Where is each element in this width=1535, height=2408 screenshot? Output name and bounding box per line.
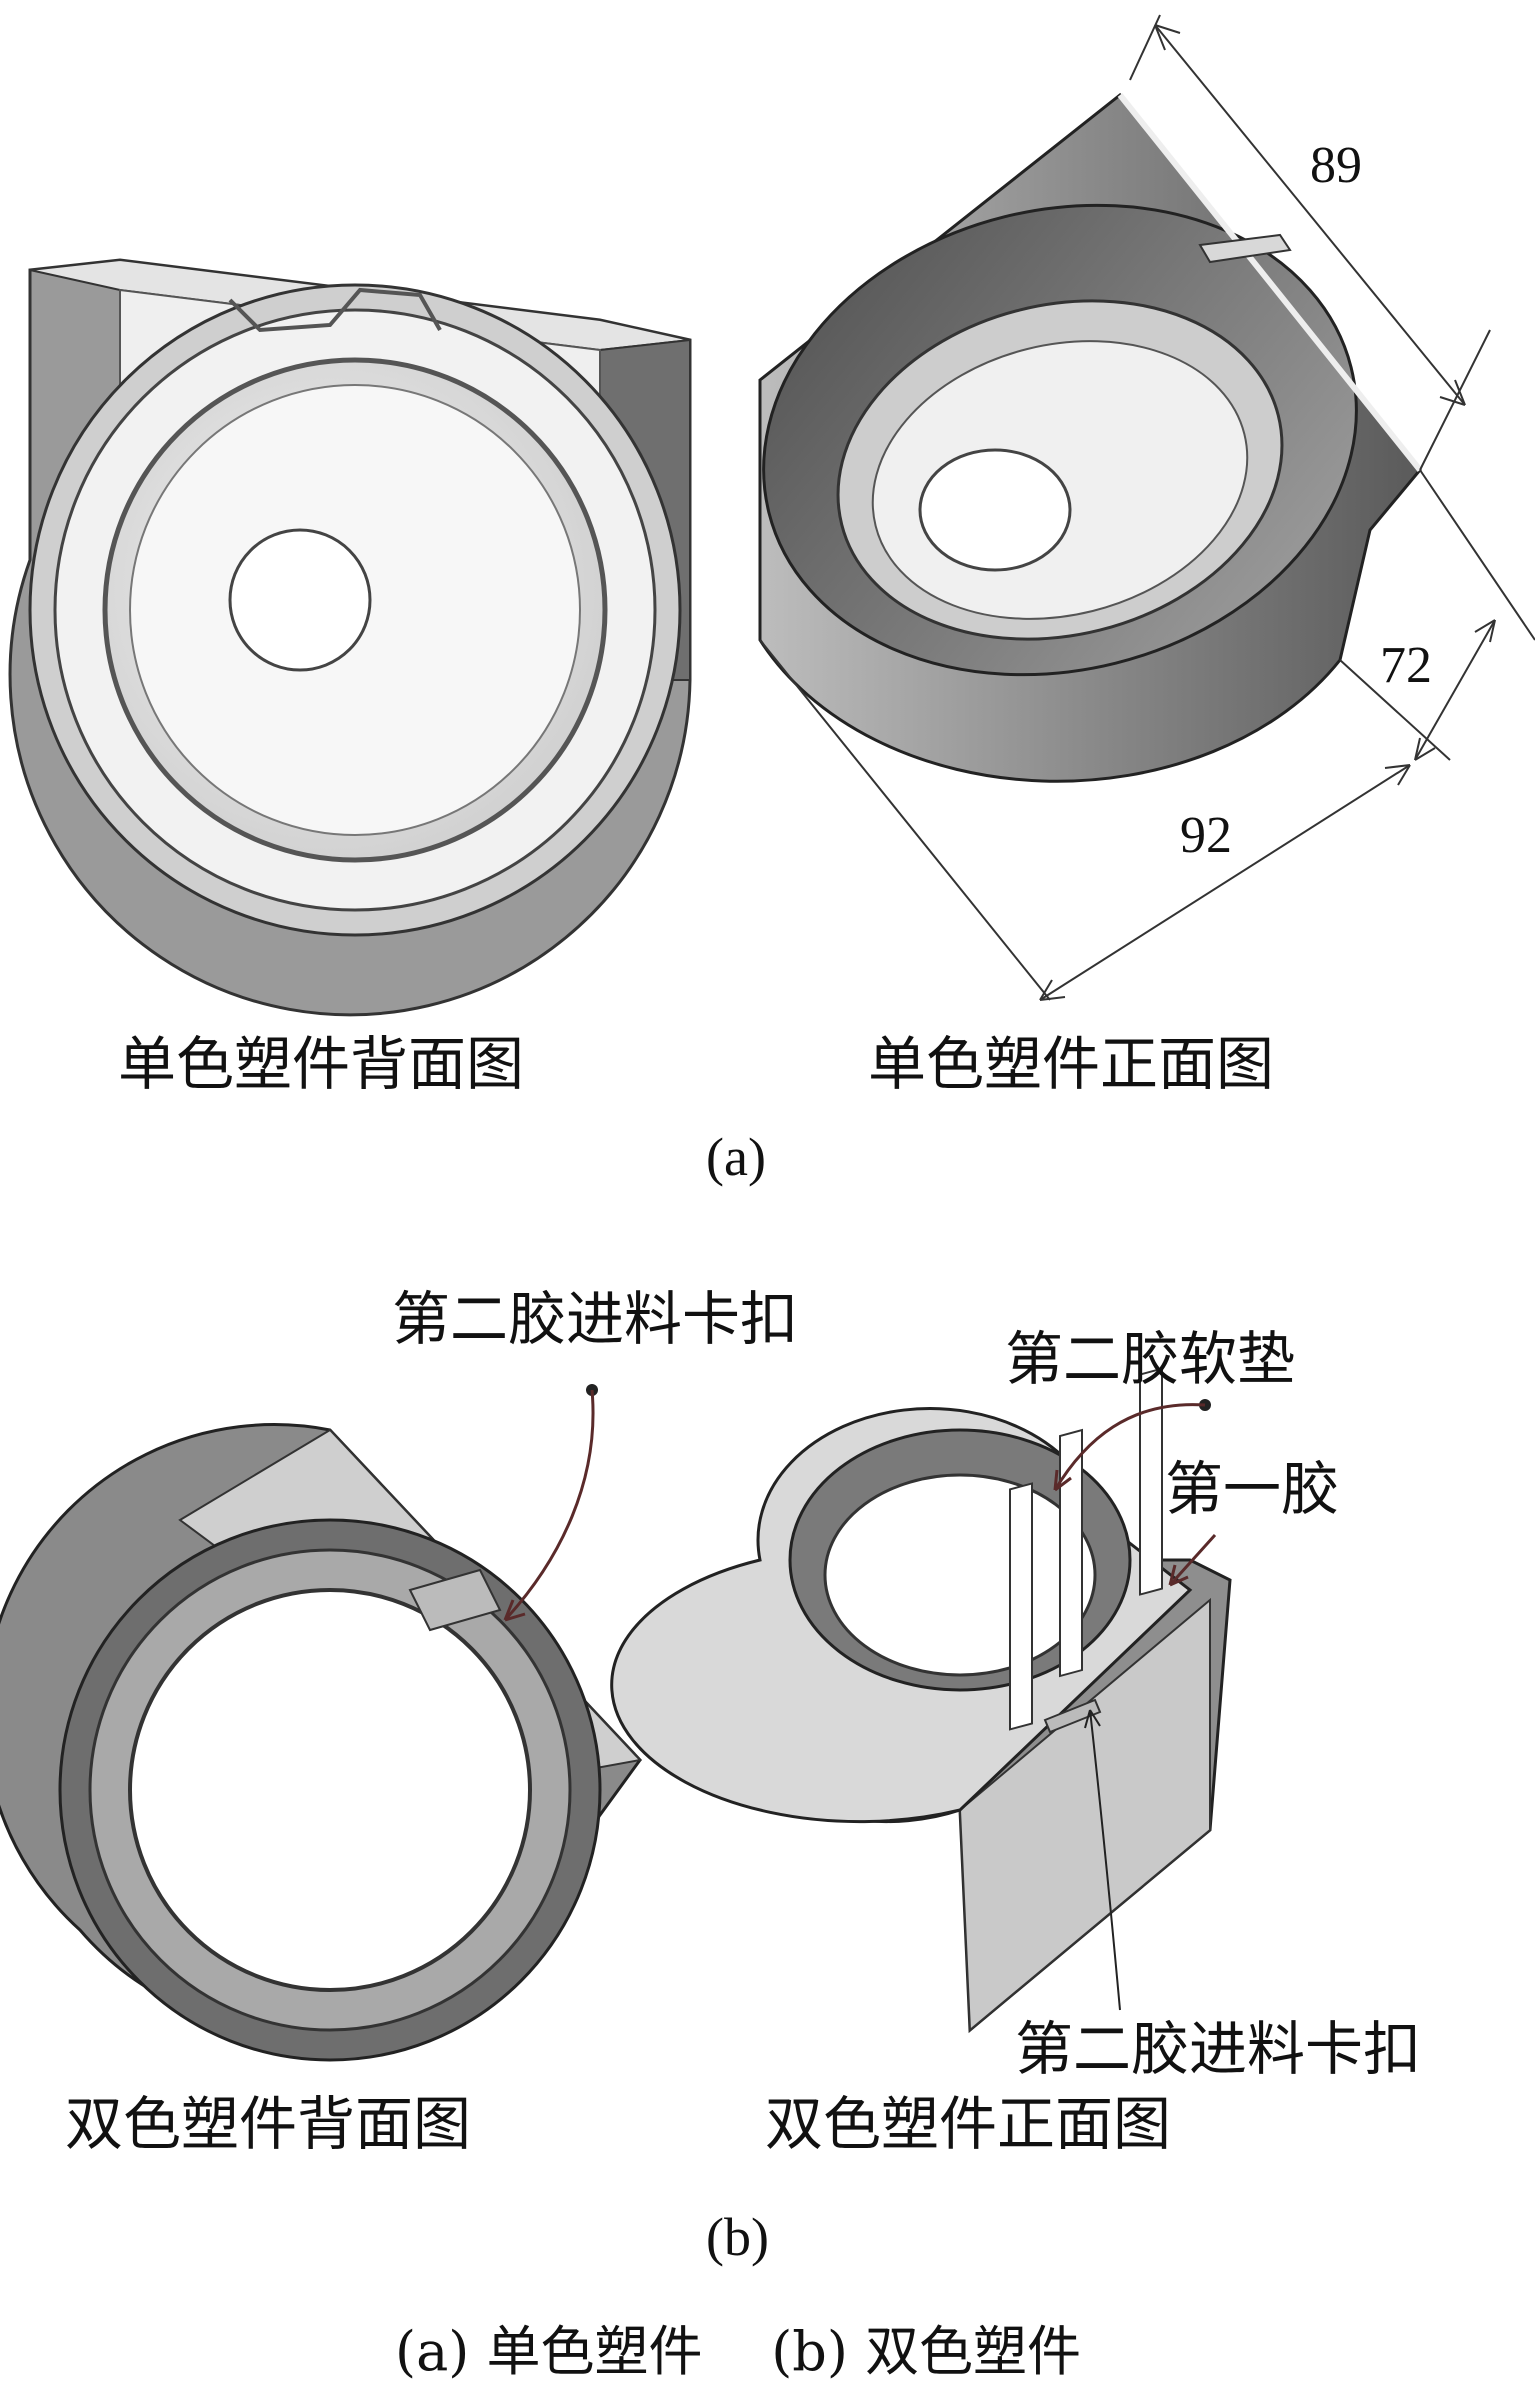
- caption-a-tag: (a): [395, 2320, 470, 2383]
- single-color-back-view: [8, 258, 692, 1017]
- dimension-89: 89: [1310, 137, 1362, 194]
- caption-a-text: 单色塑件: [486, 2320, 703, 2383]
- callout-feed-clip-top: 第二胶进料卡扣: [392, 1285, 799, 1353]
- caption-b-tag: (b): [771, 2320, 848, 2383]
- dimension-lines: [759, 14, 1535, 1001]
- single-color-front-label: 单色塑件正面图: [868, 1030, 1275, 1098]
- dimension-92: 92: [1180, 807, 1232, 864]
- dimension-72: 72: [1380, 637, 1432, 694]
- two-color-back-view: [0, 1423, 642, 2062]
- two-color-front-label: 双色塑件正面图: [765, 2090, 1172, 2158]
- callout-soft-pad: 第二胶软垫: [1005, 1325, 1296, 1393]
- subfigure-b-tag: (b): [706, 2207, 769, 2267]
- two-color-back-label: 双色塑件背面图: [65, 2090, 472, 2158]
- callout-leaders: [503, 1384, 1217, 2011]
- single-color-back-label: 单色塑件背面图: [118, 1030, 525, 1098]
- single-color-front-view: [758, 92, 1423, 783]
- two-color-front-view: [610, 1367, 1232, 2034]
- figure-caption: (a) 单色塑件 (b) 双色塑件: [395, 2325, 1081, 2379]
- callout-feed-clip-bottom: 第二胶进料卡扣: [1015, 2015, 1422, 2083]
- caption-b-text: 双色塑件: [865, 2320, 1082, 2383]
- callout-first-shot: 第一胶: [1165, 1455, 1340, 1523]
- subfigure-a-tag: (a): [706, 1127, 766, 1187]
